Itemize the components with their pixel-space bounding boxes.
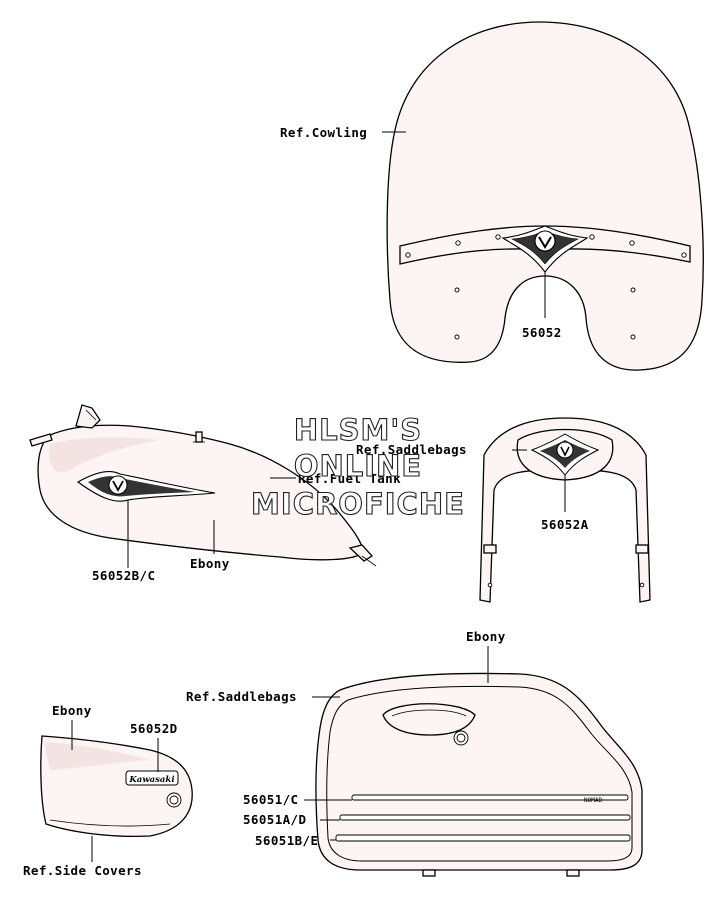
- fuel-tank-drawing: [29, 404, 377, 567]
- saddlebag-stripe-56051c: [351, 794, 629, 801]
- saddlebag-stripe-56051be: [335, 834, 631, 842]
- label-part-56051c: 56051/C: [243, 792, 298, 807]
- label-ref-side-covers: Ref.Side Covers: [23, 863, 142, 878]
- callout-labels: Ref.Cowling 56052 Ref.Saddlebags Ref.Fue…: [23, 125, 589, 878]
- label-ebony-tank: Ebony: [190, 556, 230, 571]
- watermark-line-3: MICROFICHE: [251, 487, 465, 521]
- label-part-56051be: 56051B/E: [255, 833, 318, 848]
- label-ref-fuel-tank: Ref.Fuel Tank: [298, 471, 401, 486]
- side-cover-emblem-text: Kawasaki: [128, 775, 174, 785]
- side-cover-drawing: Kawasaki: [40, 735, 193, 838]
- watermark-line-2: ONLINE: [294, 449, 422, 483]
- label-ebony-saddlebag: Ebony: [466, 629, 506, 644]
- label-part-56052bc: 56052B/C: [92, 568, 155, 583]
- saddlebag-emblem-text: NOMAD: [584, 797, 602, 804]
- windshield-emblem-56052: [501, 225, 589, 273]
- backrest-emblem-56052a: [530, 433, 600, 476]
- label-part-56052d: 56052D: [130, 721, 178, 736]
- saddlebag-stripe-56051ad: [339, 814, 631, 821]
- label-part-56052: 56052: [522, 325, 562, 340]
- label-part-56051ad: 56051A/D: [243, 812, 306, 827]
- label-ref-cowling: Ref.Cowling: [280, 125, 367, 140]
- side-cover-emblem-56052d: Kawasaki: [125, 770, 179, 786]
- watermark-line-1: HLSM'S: [294, 413, 422, 447]
- leader-lines: [71, 131, 566, 862]
- saddlebag-drawing: NOMAD: [315, 672, 643, 877]
- label-ebony-side-cover: Ebony: [52, 703, 92, 718]
- label-part-56052a: 56052A: [541, 517, 589, 532]
- watermark: HLSM'S ONLINE MICROFICHE: [251, 412, 465, 521]
- label-ref-saddlebags-top: Ref.Saddlebags: [356, 442, 467, 457]
- fuel-tank-emblem-56052bc: [76, 471, 216, 502]
- label-ref-saddlebags-bottom: Ref.Saddlebags: [186, 689, 297, 704]
- backrest-drawing: [479, 417, 651, 603]
- windshield-drawing: [386, 21, 704, 371]
